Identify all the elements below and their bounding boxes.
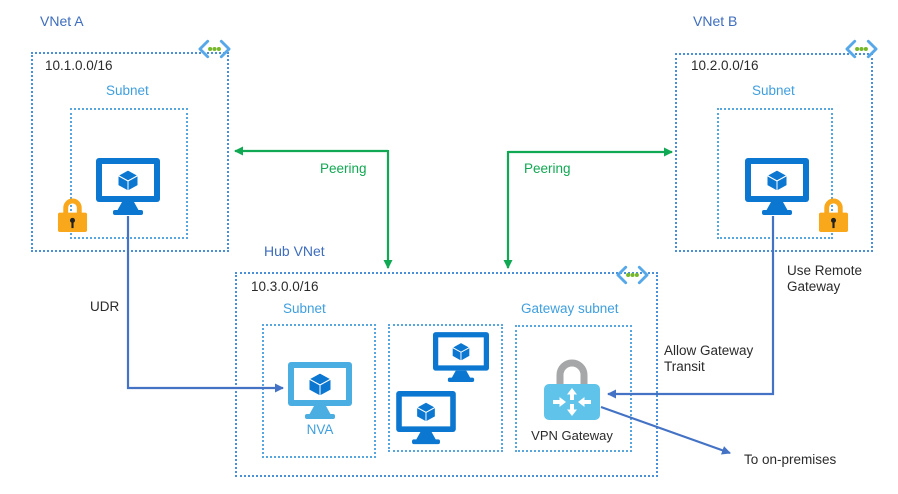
hub-nva-subnet-box: [262, 324, 376, 458]
vm-icon: [433, 332, 489, 383]
vnet-b-cidr: 10.2.0.0/16: [691, 58, 759, 73]
vm-icon: [396, 391, 456, 445]
vm-icon: [745, 158, 809, 216]
vnet-icon: [845, 39, 878, 59]
vnet-a-subnet-label: Subnet: [106, 83, 149, 98]
vnet-icon: [616, 265, 649, 285]
hub-vnet-title: Hub VNet: [264, 243, 325, 259]
vnet-icon: [198, 39, 231, 59]
vnet-b-subnet-label: Subnet: [752, 83, 795, 98]
udr-label: UDR: [90, 299, 120, 314]
lock-icon: [57, 198, 88, 233]
vpn-gateway-icon: [543, 358, 601, 422]
gateway-subnet-label: Gateway subnet: [521, 301, 619, 316]
hub-subnet-label: Subnet: [283, 301, 326, 316]
nva-label: NVA: [306, 422, 334, 437]
peering-right-label: Peering: [524, 161, 571, 176]
vnet-a-cidr: 10.1.0.0/16: [45, 58, 113, 73]
hub-vnet-cidr: 10.3.0.0/16: [251, 279, 319, 294]
vm-icon: [96, 158, 160, 216]
vnet-a-title: VNet A: [40, 13, 84, 29]
peering-left-label: Peering: [320, 161, 367, 176]
vpn-gateway-label: VPN Gateway: [531, 428, 613, 443]
vnet-b-title: VNet B: [693, 13, 738, 29]
allow-gateway-transit-label: Allow Gateway Transit: [664, 343, 754, 375]
lock-icon: [818, 198, 849, 233]
to-on-premises-label: To on-premises: [744, 452, 837, 467]
vnet-b-subnet-box: [717, 108, 833, 239]
hub-vm-box: [388, 324, 503, 452]
use-remote-gateway-label: Use Remote Gateway: [787, 263, 863, 295]
nva-icon: [288, 362, 352, 420]
